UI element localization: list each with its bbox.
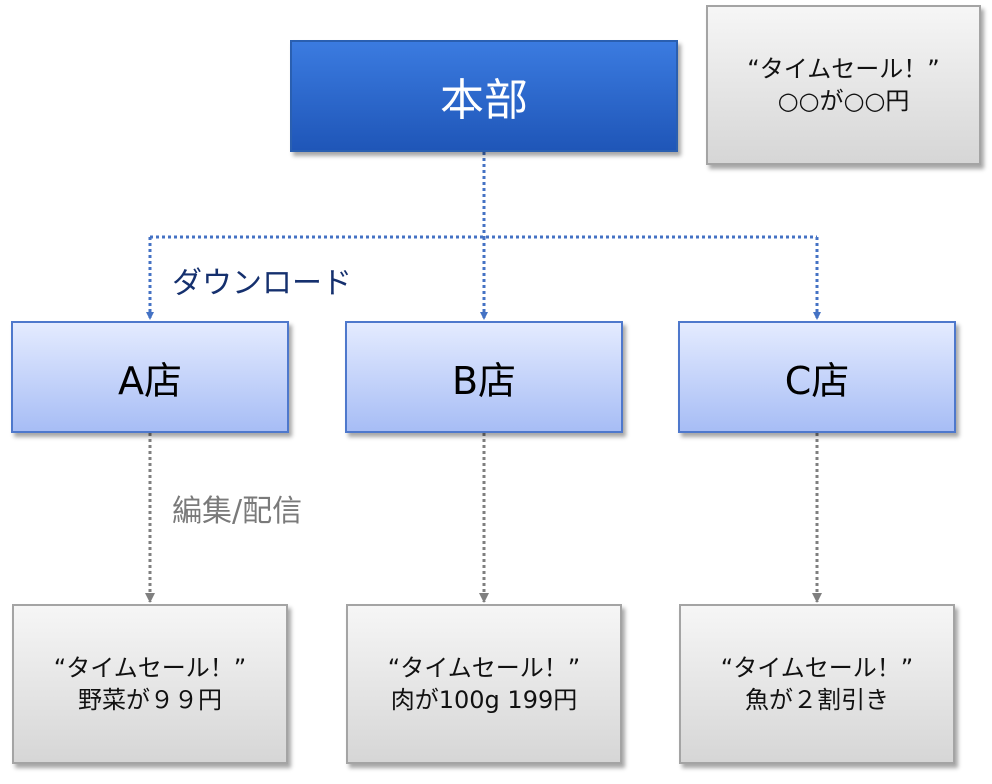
sale-b-text: 肉が100g 199円	[390, 686, 578, 714]
sale-template-text: ○○が○○円	[777, 87, 910, 115]
store-c-label: C店	[784, 358, 850, 403]
download-label: ダウンロード	[172, 266, 352, 301]
hq-label: 本部	[440, 75, 528, 126]
sale-c-title: “タイムセール！”	[720, 653, 914, 682]
hq-box: 本部	[290, 40, 678, 152]
store-a-label: A店	[118, 358, 182, 403]
sale-template-box: “タイムセール！” ○○が○○円	[706, 5, 981, 165]
store-a-box: A店	[11, 321, 289, 433]
sale-template-title: “タイムセール！”	[747, 54, 940, 83]
edit-connectors	[145, 433, 822, 603]
sale-box-a: “タイムセール！” 野菜が９９円	[12, 604, 288, 764]
sale-box-c: “タイムセール！” 魚が２割引き	[679, 604, 955, 764]
sale-b-title: “タイムセール！”	[387, 653, 581, 682]
download-connectors	[146, 152, 821, 320]
sale-a-text: 野菜が９９円	[78, 686, 222, 714]
store-b-box: B店	[345, 321, 623, 433]
store-c-box: C店	[678, 321, 956, 433]
store-b-label: B店	[451, 358, 517, 403]
sale-box-b: “タイムセール！” 肉が100g 199円	[346, 604, 622, 764]
sale-a-title: “タイムセール！”	[53, 653, 247, 682]
sale-c-text: 魚が２割引き	[745, 686, 889, 714]
edit-distribute-label: 編集/配信	[172, 494, 303, 529]
